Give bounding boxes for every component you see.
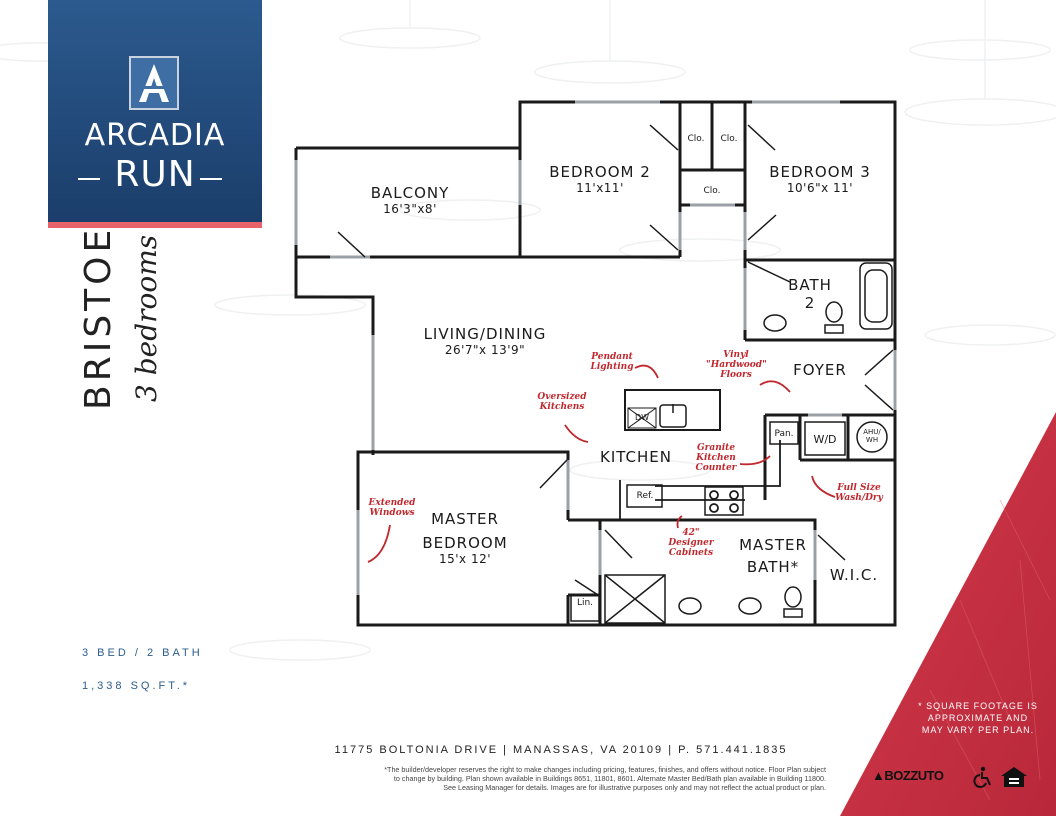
master-name-line2: BEDROOM [422,534,508,552]
fridge-label: Ref. [636,491,654,501]
closet-label-2: Clo. [720,134,738,144]
room-bedroom-3: BEDROOM 3 10'6"x 11' [750,163,890,195]
master-dims: 15'x 12' [438,552,492,566]
bozzuto-logo: ▲BOZZUTO [872,768,944,783]
bath2-name: BATH 2 [788,276,832,312]
sqft-note-line2: APPROXIMATE AND [927,713,1029,723]
bedroom3-dims: 10'6"x 11' [786,181,854,195]
washer-dryer-label: W/D [813,433,837,446]
brand-name-line1: ARCADIA [84,118,226,153]
brand-accent-bar [48,222,262,228]
property-address: 11775 BOLTONIA DRIVE | MANASSAS, VA 2010… [334,744,788,756]
room-bedroom-2: BEDROOM 2 11'x11' [525,163,675,195]
linen-label: Lin. [576,598,594,608]
room-foyer: FOYER [780,361,860,379]
bedroom2-dims: 11'x11' [576,181,624,195]
legal-disclaimer: *The builder/developer reserves the righ… [208,765,826,792]
note-pendant-lighting: Pendant Lighting [590,352,634,372]
master-bath-line1: MASTER [739,536,807,554]
living-dims: 26'7"x 13'9" [444,343,526,357]
note-extended-windows: Extended Windows [368,498,416,518]
bozzuto-name: BOZZUTO [884,768,944,783]
room-balcony: BALCONY 16'3"x8' [320,184,500,216]
sqft-note-line1: * SQUARE FOOTAGE IS [918,701,1038,711]
pantry-label: Pan. [774,429,794,439]
foyer-name: FOYER [793,361,847,379]
brand-dash-right [200,178,222,180]
bedroom3-name: BEDROOM 3 [769,163,871,181]
room-master-bath: MASTER BATH* [728,536,818,576]
living-name: LIVING/DINING [423,325,547,343]
master-bath-line2: BATH* [746,558,800,576]
note-full-size-wash-dry: Full Size Wash/Dry [835,483,883,503]
master-name-line1: MASTER [431,510,499,528]
dishwasher-label: DW [634,413,650,422]
room-bath-2: BATH 2 [780,276,840,312]
disclaimer-line1: *The builder/developer reserves the righ… [384,765,826,774]
room-wic: W.I.C. [822,566,886,584]
sqft-disclaimer: * SQUARE FOOTAGE IS APPROXIMATE AND MAY … [918,700,1038,736]
bozzuto-triangle-icon: ▲ [872,768,885,783]
room-master-bedroom: MASTER BEDROOM 15'x 12' [395,510,535,566]
sqft-note-line3: MAY VARY PER PLAN. [921,725,1035,735]
disclaimer-line3: See Leasing Manager for details. Images … [443,783,826,792]
note-granite-counter: Granite Kitchen Counter [695,443,737,473]
square-feet: 1,338 SQ.FT.* [82,680,191,692]
accessibility-icon [973,766,991,788]
equal-housing-icon [1001,767,1027,787]
ahu-label: AHU/ WH [863,428,881,444]
brand-dash-left [78,178,100,180]
disclaimer-line2: to change by building. Plan shown availa… [393,774,826,783]
balcony-name: BALCONY [370,184,450,202]
note-vinyl-floors: Vinyl "Hardwood" Floors [706,350,767,380]
balcony-dims: 16'3"x8' [383,202,437,216]
arcadia-logo-icon [129,56,179,110]
brand-panel [48,0,262,227]
note-designer-cabinets: 42" Designer Cabinets [668,528,714,558]
room-living-dining: LIVING/DINING 26'7"x 13'9" [395,325,575,357]
closet-label-1: Clo. [687,134,705,144]
brand-name-line2: RUN [114,154,196,195]
beds-baths: 3 BED / 2 BATH [82,647,203,659]
closet-label-3: Clo. [703,186,721,196]
room-kitchen: KITCHEN [590,448,682,466]
kitchen-name: KITCHEN [600,448,672,466]
wic-name: W.I.C. [829,566,879,584]
note-oversized-kitchens: Oversized Kitchens [537,392,587,412]
bedroom2-name: BEDROOM 2 [549,163,651,181]
